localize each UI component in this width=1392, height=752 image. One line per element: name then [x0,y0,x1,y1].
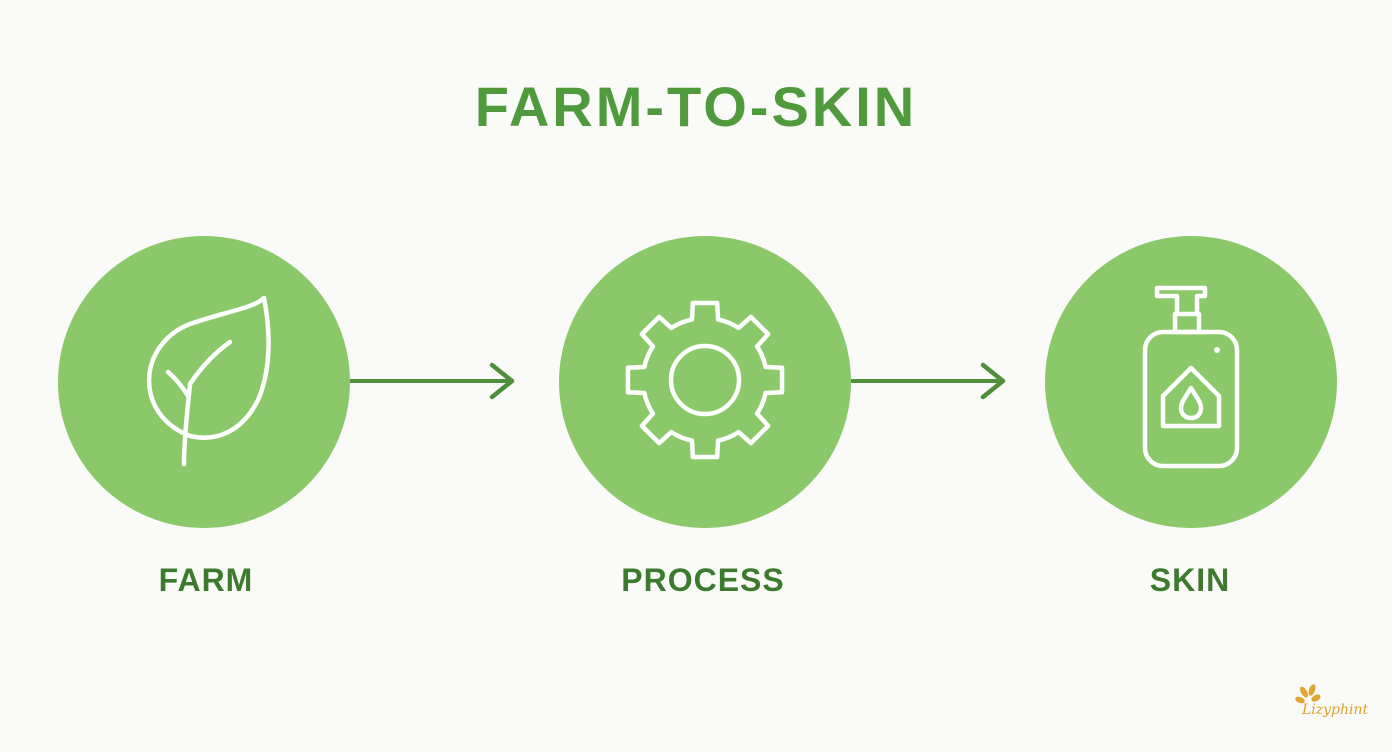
pump-bottle-icon [1142,285,1240,469]
gear-icon [625,300,785,460]
step-label-farm: FARM [158,562,254,598]
watermark-logo: Lizyphint [1290,682,1380,728]
diagram-title: FARM-TO-SKIN [474,75,918,138]
sprig-icon [1295,684,1321,704]
leaf-icon [146,295,271,467]
step-label-skin: SKIN [1149,562,1231,598]
watermark-text: Lizyphint [1302,702,1369,718]
process-circle [559,236,851,528]
arrow-farm-to-process [350,362,515,400]
step-label-process: PROCESS [621,562,785,598]
arrow-process-to-skin [851,362,1006,400]
skin-circle [1045,236,1337,528]
farm-circle [58,236,350,528]
